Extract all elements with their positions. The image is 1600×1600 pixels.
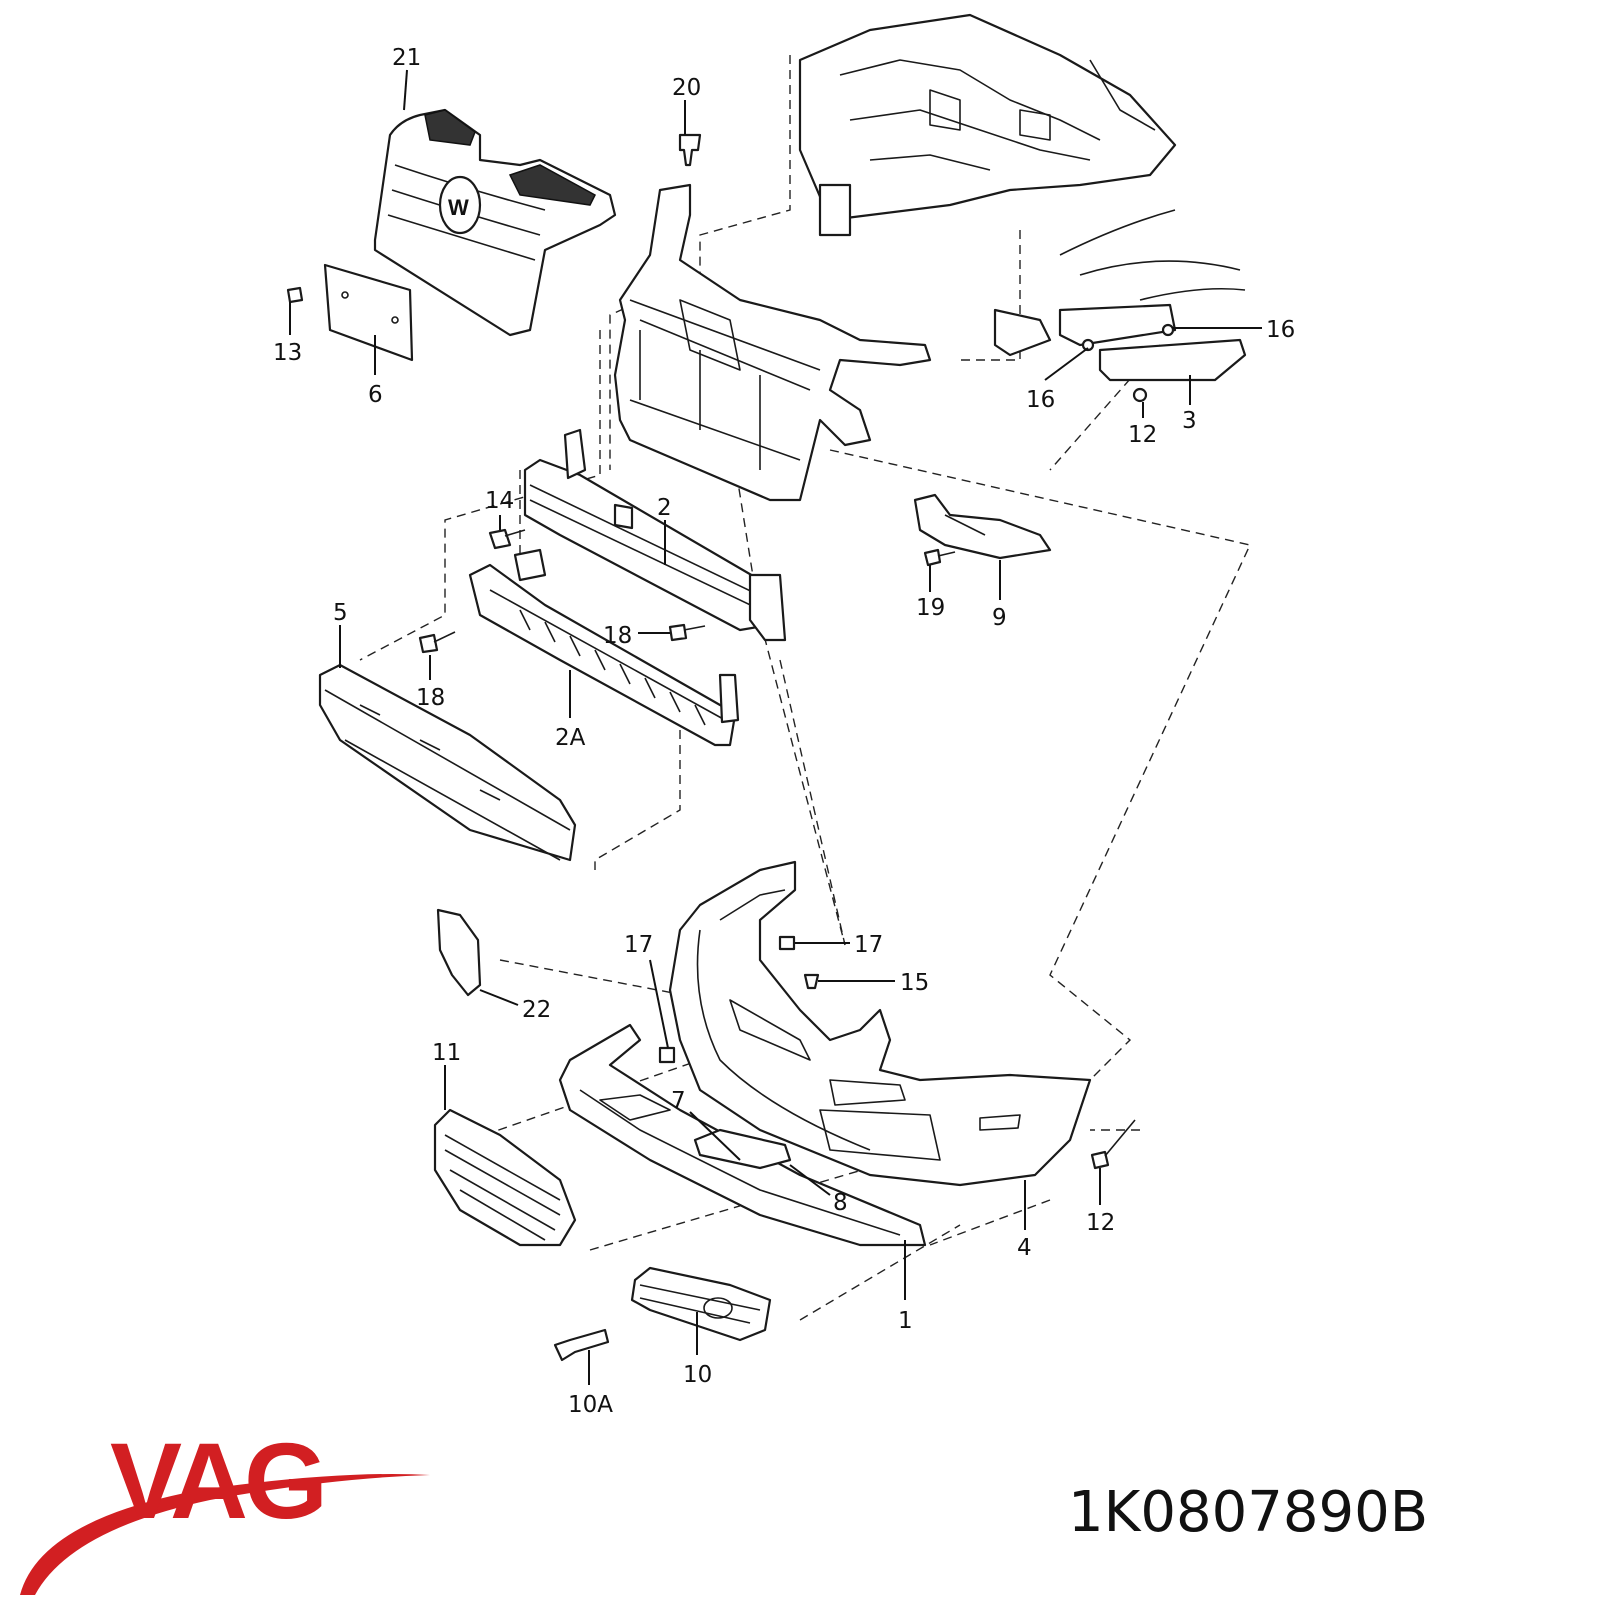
callout-3: 3 [1182, 408, 1197, 434]
energy-absorber-5 [318, 663, 577, 862]
callout-18-right: 18 [603, 623, 632, 649]
callout-13: 13 [273, 340, 302, 366]
callout-4: 4 [1017, 1235, 1032, 1261]
side-bracket-3 [993, 303, 1247, 403]
callout-15: 15 [900, 970, 929, 996]
screw-19 [923, 548, 956, 567]
callout-8: 8 [833, 1190, 848, 1216]
bolt-14 [488, 528, 526, 550]
lock-carrier [613, 183, 932, 502]
callout-16-right: 16 [1266, 317, 1295, 343]
callout-22: 22 [522, 997, 551, 1023]
upper-grille-21: W [373, 108, 617, 337]
side-bracket-9 [913, 493, 1052, 560]
callout-12-bottom: 12 [1086, 1210, 1115, 1236]
wing-panel [1059, 209, 1246, 301]
callout-2: 2 [657, 495, 672, 521]
callout-5: 5 [333, 600, 348, 626]
callout-6: 6 [368, 382, 383, 408]
screw-12 [1090, 1119, 1136, 1170]
spoiler-1 [558, 1023, 927, 1247]
side-grille-11 [433, 1108, 577, 1247]
licence-plate-bracket-6 [323, 263, 414, 362]
clip-20 [678, 133, 702, 167]
bolts-18 [418, 623, 706, 654]
callout-16-left: 16 [1026, 387, 1055, 413]
callout-14: 14 [485, 488, 514, 514]
fog-grille-10 [630, 1266, 772, 1342]
callout-17-left: 17 [624, 932, 653, 958]
callout-1: 1 [898, 1308, 913, 1334]
leader-lines [289, 69, 1262, 1385]
callout-20: 20 [672, 75, 701, 101]
bumper-cover-4 [668, 860, 1092, 1187]
vw-emblem-icon: W [448, 195, 469, 220]
callout-10A: 10A [568, 1392, 613, 1418]
callout-21: 21 [392, 45, 421, 71]
callout-18-left: 18 [416, 685, 445, 711]
part-number: 1K0807890B [1068, 1480, 1429, 1545]
screw-10A [553, 1328, 610, 1362]
callout-10: 10 [683, 1362, 712, 1388]
callout-17-right: 17 [854, 932, 883, 958]
callout-11: 11 [432, 1040, 461, 1066]
callout-7: 7 [671, 1088, 686, 1114]
logo-wordmark: VAG [110, 1420, 324, 1541]
screw-13 [286, 286, 304, 304]
callout-2A: 2A [555, 725, 586, 751]
callout-12-top: 12 [1128, 422, 1157, 448]
vag-logo: VAG [20, 1420, 430, 1595]
callout-19: 19 [916, 595, 945, 621]
body-structure [798, 13, 1177, 237]
callout-9: 9 [992, 605, 1007, 631]
bumper-reinforcement-2 [523, 428, 787, 642]
absorber-carrier-2A [468, 548, 740, 747]
logo-swoosh-icon [20, 1474, 430, 1595]
callout-labels: 21 20 13 6 16 16 12 3 14 2 18 18 5 2A 19… [273, 45, 1295, 1418]
bracket-22 [436, 908, 482, 997]
